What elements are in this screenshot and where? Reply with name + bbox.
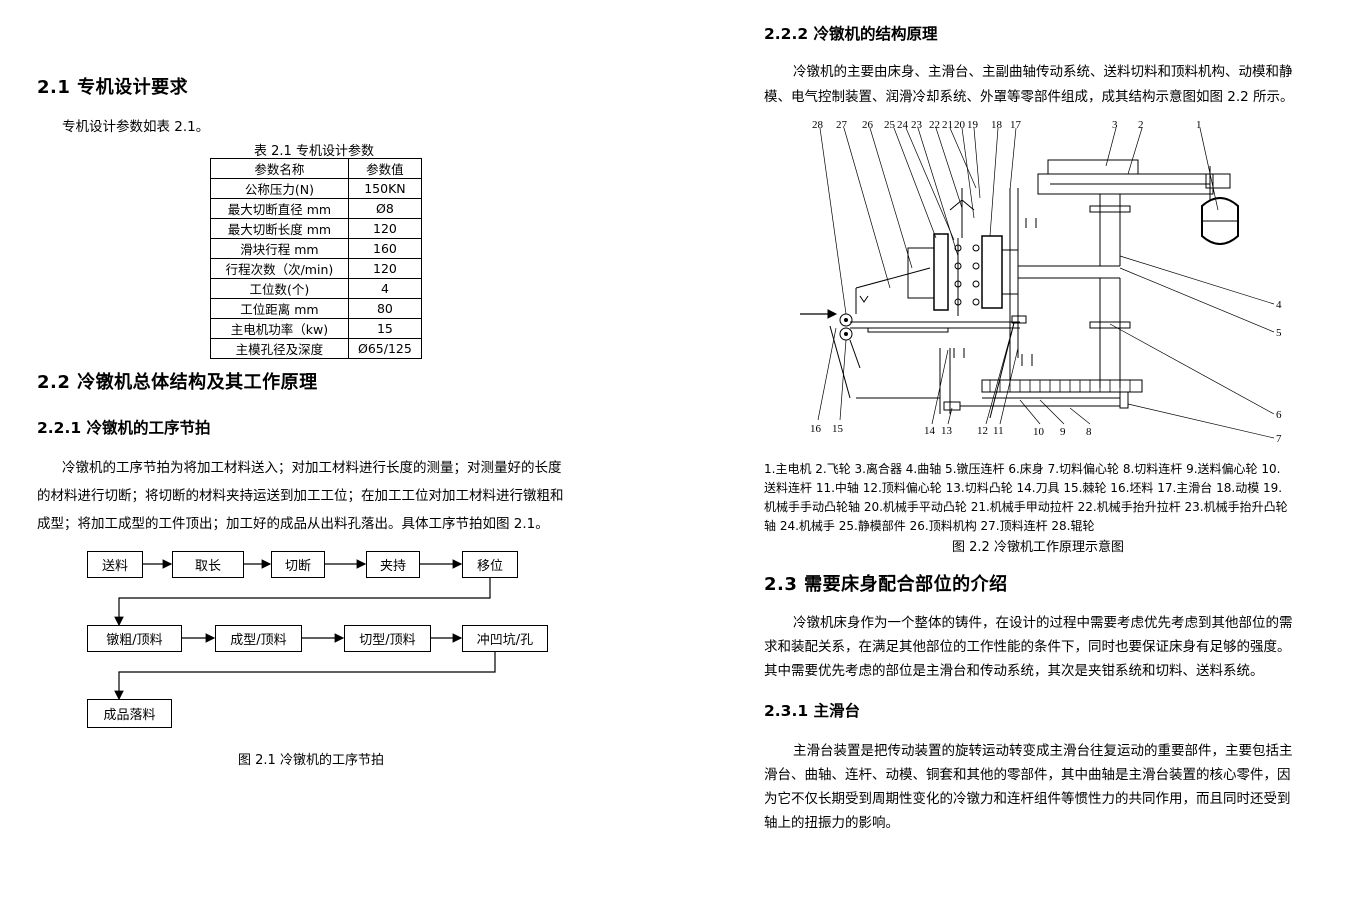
figure-2-2-schematic: 28 27 26 25 24 23 22 21 20 19 18 17 3 2 … — [800, 119, 1282, 445]
para-line: 冷镦机的工序节拍为将加工材料送入；对加工材料进行长度的测量；对测量好的长度 — [62, 460, 562, 476]
callout-label: 15 — [832, 423, 844, 435]
table-cell: 120 — [347, 258, 423, 279]
callout-label: 11 — [993, 425, 1004, 437]
para-line: 滑台、曲轴、连杆、动模、铜套和其他的零部件，其中曲轴是主滑台装置的核心零件，因 — [764, 767, 1291, 783]
para-line: 主滑台装置是把传动装置的旋转运动转变成主滑台往复运动的重要部件，主要包括主 — [793, 743, 1293, 759]
callout-label: 28 — [812, 119, 824, 131]
table-cell: 4 — [347, 278, 423, 299]
table-2-1-caption: 表 2.1 专机设计参数 — [254, 144, 374, 159]
flow-box-upset: 镦粗/顶料 — [87, 625, 182, 652]
flow-box-feed: 送料 — [87, 551, 143, 578]
table-cell: 工位距离 mm — [210, 298, 349, 319]
para-line: 成型；将加工成型的工件顶出；加工好的成品从出料孔落出。具体工序节拍如图 2.1。 — [37, 516, 549, 532]
table-row: 主电机功率（kw)15 — [210, 318, 423, 339]
table-cell: 公称压力(N) — [210, 178, 349, 199]
callout-label: 7 — [1276, 433, 1282, 445]
callout-label: 12 — [977, 425, 988, 437]
section-2-2-2-title: 2.2.2 冷镦机的结构原理 — [764, 25, 938, 43]
legend-line: 1.主电机 2.飞轮 3.离合器 4.曲轴 5.镦压连杆 6.床身 7.切料偏心… — [764, 462, 1281, 476]
para-line: 为它不仅长期受到周期性变化的冷镦力和连杆组件等惯性力的共同作用，而且同时还受到 — [764, 791, 1291, 807]
table-cell: 最大切断直径 mm — [210, 198, 349, 219]
callout-label: 23 — [911, 119, 923, 131]
callout-label: 3 — [1112, 119, 1118, 131]
section-2-1-title: 2.1 专机设计要求 — [37, 77, 189, 98]
flow-box-form: 成型/顶料 — [215, 625, 302, 652]
table-row: 公称压力(N)150KN — [210, 178, 423, 199]
callout-label: 10 — [1033, 426, 1045, 438]
table-cell: Ø65/125 — [347, 338, 423, 359]
flow-box-punch: 冲凹坑/孔 — [462, 625, 548, 652]
section-2-1-intro: 专机设计参数如表 2.1。 — [62, 119, 210, 135]
figure-2-2-legend: 1.主电机 2.飞轮 3.离合器 4.曲轴 5.镦压连杆 6.床身 7.切料偏心… — [764, 460, 1288, 536]
callout-label: 21 — [942, 119, 953, 131]
table-cell: 160 — [347, 238, 423, 259]
flow-box-cut: 切断 — [271, 551, 325, 578]
callout-label: 5 — [1276, 327, 1282, 339]
section-2-3-1-title: 2.3.1 主滑台 — [764, 702, 861, 720]
table-row: 行程次数（次/min)120 — [210, 258, 423, 279]
callout-label: 9 — [1060, 426, 1066, 438]
figure-2-2-caption: 图 2.2 冷镦机工作原理示意图 — [952, 540, 1124, 555]
callout-label: 1 — [1196, 119, 1202, 131]
table-cell: 主电机功率（kw) — [210, 318, 349, 339]
legend-line: 轴 24.机械手 25.静模部件 26.顶料机构 27.顶料连杆 28.辊轮 — [764, 519, 1095, 533]
table-row: 工位数(个)4 — [210, 278, 423, 299]
table-cell: Ø8 — [347, 198, 423, 219]
callout-label: 4 — [1276, 299, 1282, 311]
callout-label: 27 — [836, 119, 848, 131]
para-line: 的材料进行切断；将切断的材料夹持运送到加工工位；在加工工位对加工材料进行镦粗和 — [37, 488, 564, 504]
table-cell: 主模孔径及深度 — [210, 338, 349, 359]
table-cell: 滑块行程 mm — [210, 238, 349, 259]
table-header-value: 参数值 — [347, 158, 423, 179]
table-cell: 工位数(个) — [210, 278, 349, 299]
callout-label: 20 — [954, 119, 966, 131]
para-line: 其中需要优先考虑的部位是主滑台和传动系统，其次是夹钳系统和切料、送料系统。 — [764, 663, 1264, 679]
table-cell: 80 — [347, 298, 423, 319]
callout-label: 6 — [1276, 409, 1282, 421]
section-2-2-1-title: 2.2.1 冷镦机的工序节拍 — [37, 419, 211, 437]
table-cell: 最大切断长度 mm — [210, 218, 349, 239]
flow-connectors — [114, 559, 496, 701]
callout-label: 16 — [810, 423, 822, 435]
flow-box-measure: 取长 — [172, 551, 244, 578]
para-line: 轴上的扭振力的影响。 — [764, 815, 899, 831]
table-cell: 120 — [347, 218, 423, 239]
callout-label: 13 — [941, 425, 953, 437]
table-cell: 行程次数（次/min) — [210, 258, 349, 279]
figure-2-1-caption: 图 2.1 冷镦机的工序节拍 — [238, 753, 384, 768]
section-2-3-title: 2.3 需要床身配合部位的介绍 — [764, 574, 1008, 595]
legend-line: 机械手手动凸轮轴 20.机械手平动凸轮 21.机械手甲动拉杆 22.机械手抬升拉… — [764, 500, 1288, 514]
para-line: 冷镦机床身作为一个整体的铸件，在设计的过程中需要考虑优先考虑到其他部位的需 — [793, 615, 1293, 631]
flow-box-discharge: 成品落料 — [87, 699, 172, 728]
callout-label: 2 — [1138, 119, 1144, 131]
flow-box-trim: 切型/顶料 — [344, 625, 431, 652]
callout-label: 22 — [929, 119, 940, 131]
callout-label: 8 — [1086, 426, 1092, 438]
flow-box-transfer: 移位 — [462, 551, 518, 578]
flow-box-clamp: 夹持 — [366, 551, 420, 578]
table-cell: 15 — [347, 318, 423, 339]
section-2-2-title: 2.2 冷镦机总体结构及其工作原理 — [37, 372, 318, 393]
table-header-name: 参数名称 — [210, 158, 349, 179]
para-line: 模、电气控制装置、润滑冷却系统、外罩等零部件组成，成其结构示意图如图 2.2 所… — [764, 89, 1294, 105]
callout-label: 18 — [991, 119, 1003, 131]
legend-line: 送料连杆 11.中轴 12.顶料偏心轮 13.切料凸轮 14.刀具 15.棘轮 … — [764, 481, 1283, 495]
callout-label: 24 — [897, 119, 909, 131]
table-cell: 150KN — [347, 178, 423, 199]
para-line: 求和装配关系，在满足其他部位的工作性能的条件下，同时也要保证床身有足够的强度。 — [764, 639, 1291, 655]
callout-label: 17 — [1010, 119, 1022, 131]
callout-label: 19 — [967, 119, 979, 131]
callout-label: 14 — [924, 425, 936, 437]
para-line: 冷镦机的主要由床身、主滑台、主副曲轴传动系统、送料切料和顶料机构、动模和静 — [793, 64, 1293, 80]
callout-label: 26 — [862, 119, 874, 131]
callout-label: 25 — [884, 119, 896, 131]
